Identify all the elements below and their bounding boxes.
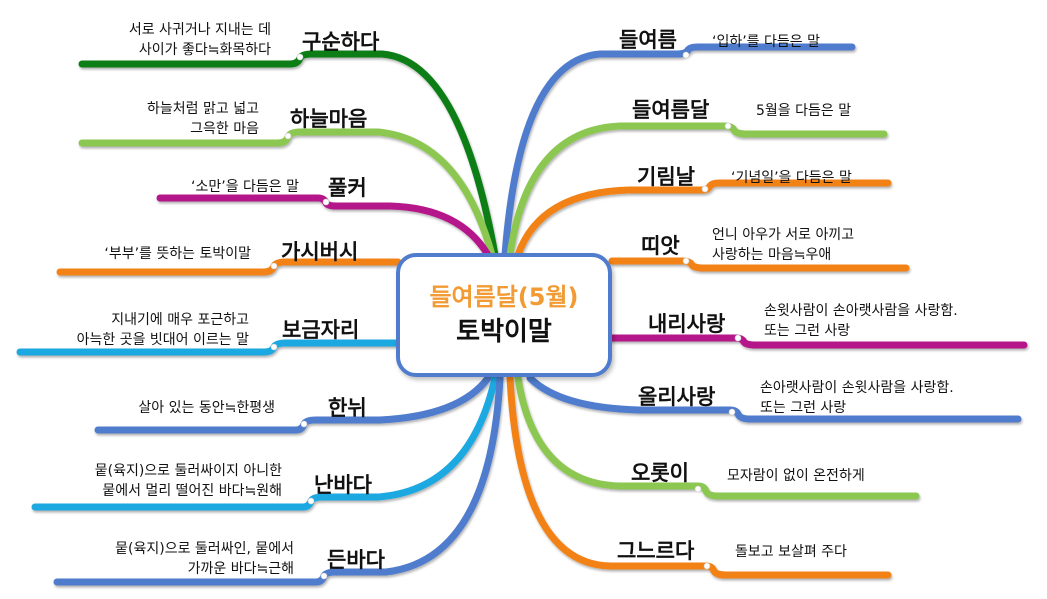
definition-line: 뭍(육지)으로 둘러싸인, 뭍에서 [115, 541, 294, 557]
word-deulyeoreumdal: 들여름달 [632, 98, 710, 122]
definition-line: 아늑한 곳을 빗대어 이르는 말 [76, 332, 249, 348]
branch-line-gusunhada [78, 50, 499, 259]
definition-geuneureuda: 돌보고 보살펴 주다 [735, 542, 847, 562]
definition-bogeumjari: 지내기에 매우 포근하고 아늑한 곳을 빗대어 이르는 말 [77, 310, 249, 350]
branch-line-deulyeoreum [501, 43, 856, 259]
definition-line: ‘부부’를 뜻하는 토박이말 [104, 246, 251, 262]
word-haneulmaeum: 하늘마음 [290, 107, 368, 131]
definition-line: 뭍(육지)으로 둘러싸이지 아니한 [94, 463, 282, 479]
branch-line-deunbada [53, 374, 504, 586]
definition-line: 손윗사람이 손아랫사람을 사랑함. [764, 303, 958, 319]
definition-line: 뭍에서 멀리 떨어진 바다≒원해 [102, 483, 282, 499]
word-nanbada: 난바다 [314, 473, 372, 497]
definition-line: 손아랫사람이 손윗사람을 사랑함. [760, 380, 954, 396]
definition-line: 살아 있는 동안≒한평생 [138, 400, 275, 416]
definition-hannwi: 살아 있는 동안≒한평생 [138, 398, 275, 418]
definition-line: 5월을 다듬은 말 [756, 103, 852, 119]
word-pulkeo: 풀커 [328, 176, 367, 200]
definition-line: 또는 그런 사랑 [764, 323, 851, 339]
definition-line: ‘기념일’을 다듬은 말 [731, 170, 852, 186]
definition-line: 또는 그런 사랑 [760, 400, 847, 416]
definition-deulyeoreumdal: 5월을 다듬은 말 [756, 101, 851, 121]
word-gusunhada: 구순하다 [302, 30, 380, 54]
definition-line: 언니 아우가 서로 아끼고 [712, 227, 855, 243]
definition-line: 서로 사귀거나 지내는 데 [128, 22, 271, 38]
word-hannwi: 한뉘 [328, 396, 367, 420]
word-ttiat: 띠앗 [641, 234, 680, 258]
word-girimnal: 기림날 [637, 165, 695, 189]
word-deunbada: 든바다 [327, 548, 385, 572]
branch-line-haneulmaeum [78, 128, 496, 259]
word-ollisarang: 올리사랑 [638, 385, 716, 409]
definition-line: 사랑하는 마음≒우애 [712, 247, 832, 263]
word-orosi: 오롯이 [631, 461, 689, 485]
definition-line: 모자람이 없이 온전하게 [727, 468, 865, 484]
definition-line: 하늘처럼 맑고 넓고 [147, 101, 259, 117]
branch-line-pulkeo [156, 194, 492, 259]
definition-naerisarang: 손윗사람이 손아랫사람을 사랑함. 또는 그런 사랑 [764, 301, 958, 341]
definition-deunbada: 뭍(육지)으로 둘러싸인, 뭍에서 가까운 바다≒근해 [115, 539, 294, 579]
definition-deulyeoreum: ‘입하’를 다듬은 말 [712, 32, 820, 52]
word-deulyeoreum: 들여름 [619, 28, 677, 52]
definition-line: 그윽한 마음 [190, 121, 259, 137]
word-naerisarang: 내리사랑 [648, 312, 726, 336]
branch-line-hannwi [94, 374, 492, 434]
definition-line: 지내기에 매우 포근하고 [111, 312, 249, 328]
word-bogeumjari: 보금자리 [282, 318, 360, 342]
definition-orosi: 모자람이 없이 온전하게 [727, 466, 865, 486]
central-subtitle: 토박이말 [456, 317, 552, 347]
definition-nanbada: 뭍(육지)으로 둘러싸이지 아니한 뭍에서 멀리 떨어진 바다≒원해 [95, 461, 282, 501]
definition-pulkeo: ‘소만’을 다듬은 말 [191, 177, 299, 197]
definition-line: ‘소만’을 다듬은 말 [191, 179, 299, 195]
definition-ollisarang: 손아랫사람이 손윗사람을 사랑함. 또는 그런 사랑 [760, 378, 954, 418]
definition-line: ‘입하’를 다듬은 말 [712, 34, 820, 50]
definition-line: 사이가 좋다≒화목하다 [138, 42, 271, 58]
definition-line: 가까운 바다≒근해 [187, 561, 294, 577]
branch-line-nanbada [31, 374, 499, 511]
word-gasibeosi: 가시버시 [281, 240, 359, 264]
definition-line: 돌보고 보살펴 주다 [735, 544, 847, 560]
word-geuneureuda: 그느르다 [617, 539, 695, 563]
definition-ttiat: 언니 아우가 서로 아끼고 사랑하는 마음≒우애 [712, 225, 854, 265]
definition-girimnal: ‘기념일’을 다듬은 말 [731, 168, 852, 188]
definition-haneulmaeum: 하늘처럼 맑고 넓고 그윽한 마음 [147, 99, 259, 139]
central-title: 들여름달(5월) [429, 283, 579, 311]
joint-dots [270, 51, 742, 580]
definition-gasibeosi: ‘부부’를 뜻하는 토박이말 [104, 244, 251, 264]
central-topic: 들여름달(5월) 토박이말 [396, 253, 612, 377]
definition-gusunhada: 서로 사귀거나 지내는 데 사이가 좋다≒화목하다 [129, 20, 271, 60]
